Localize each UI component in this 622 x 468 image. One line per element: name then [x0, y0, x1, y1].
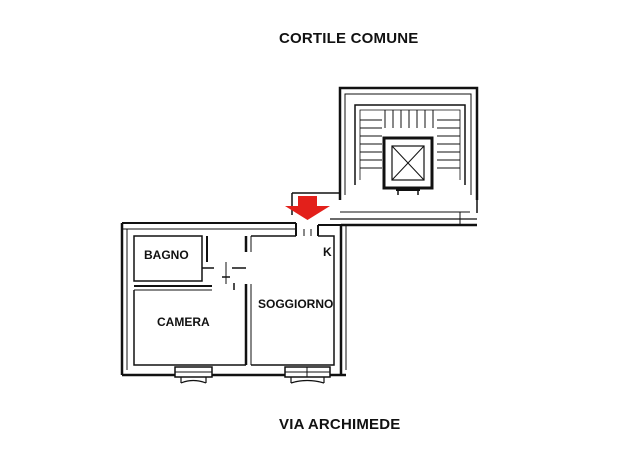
room-label-bagno: BAGNO: [144, 248, 189, 262]
room-label-camera: CAMERA: [157, 315, 210, 329]
window-camera: [174, 366, 213, 384]
room-label-soggiorno: SOGGIORNO: [258, 297, 334, 311]
stairwell: [338, 86, 479, 200]
arrow-down-icon: [285, 196, 330, 220]
courtyard-label: CORTILE COMUNE: [279, 30, 419, 47]
interior-walls: [133, 223, 335, 366]
room-label-kitchen: K: [323, 245, 332, 259]
street-label: VIA ARCHIMEDE: [279, 416, 401, 433]
corridor: [291, 192, 478, 227]
apartment-walls: [120, 222, 347, 377]
window-soggiorno: [284, 366, 331, 384]
elevator-shaft: [382, 136, 434, 195]
